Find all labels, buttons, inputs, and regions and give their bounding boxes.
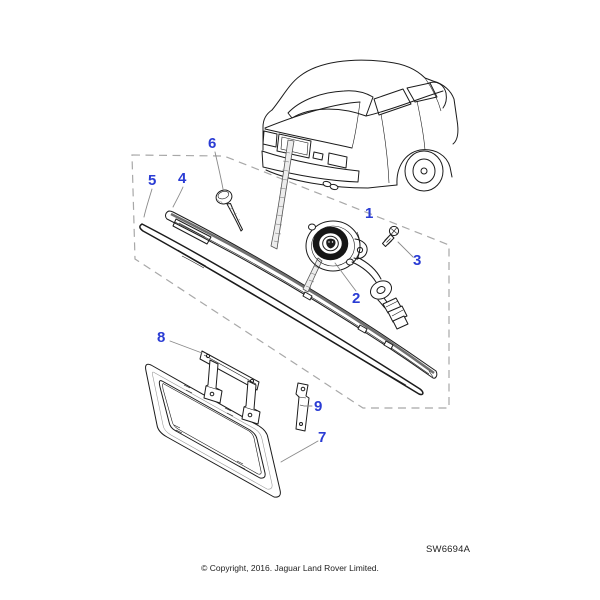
callout-3[interactable]: 3 [413, 252, 422, 269]
part5-seal-outline [139, 223, 424, 396]
part8-mounting-bracket [199, 350, 261, 425]
callout-9[interactable]: 9 [314, 398, 323, 415]
callout-6[interactable]: 6 [208, 135, 217, 152]
callout-4[interactable]: 4 [178, 170, 187, 187]
part4-trim-finisher [165, 210, 438, 379]
copyright-notice: © Copyright, 2016. Jaguar Land Rover Lim… [201, 563, 379, 573]
part6-buffer-stud [215, 189, 233, 205]
dashed-boundary [131, 154, 450, 409]
car-illustration [261, 59, 459, 192]
diagram-code-label: SW6694A [426, 544, 471, 555]
transfer-arrow-small [302, 257, 323, 293]
callout-leader-lines [143, 151, 414, 463]
part2-lock-switch-assembly [305, 220, 409, 330]
callout-1[interactable]: 1 [365, 205, 374, 222]
transfer-arrow-large [270, 139, 295, 250]
part7-licence-plate-surround [145, 363, 281, 498]
callout-2[interactable]: 2 [352, 290, 361, 307]
part9-retainer-strap [295, 382, 310, 432]
callout-5[interactable]: 5 [148, 172, 157, 189]
part6-pointer-tail [226, 203, 243, 232]
callout-7[interactable]: 7 [318, 429, 327, 446]
part3-screw [382, 225, 400, 247]
callout-8[interactable]: 8 [157, 329, 166, 346]
